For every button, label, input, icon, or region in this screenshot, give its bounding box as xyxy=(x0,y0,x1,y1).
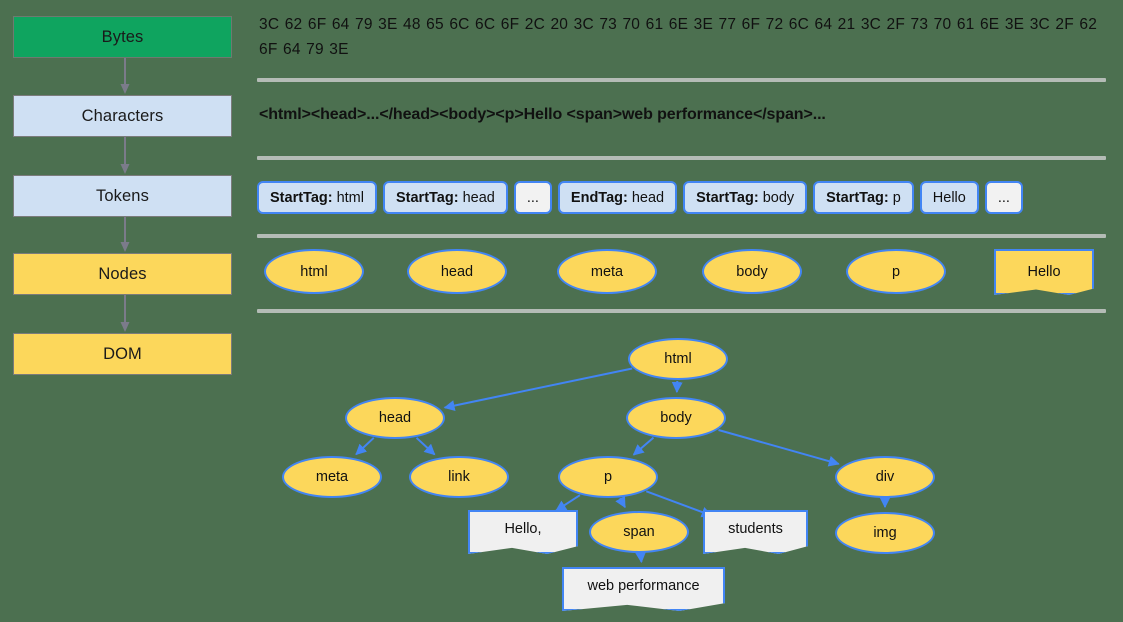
node-shape-list: html head meta body p Hello xyxy=(264,249,1109,297)
tree-edge-p-to-hello xyxy=(555,494,581,512)
pipeline-stage-label: DOM xyxy=(103,344,142,363)
pipeline-stage-tokens: Tokens xyxy=(13,175,232,217)
token-chip-value: head xyxy=(631,189,665,206)
dom-tree-edges xyxy=(355,367,891,564)
tree-node-span: span xyxy=(589,511,689,553)
token-chip-key: StartTag: xyxy=(826,189,889,206)
token-chip-value: ... xyxy=(997,189,1010,206)
token-chip-value: body xyxy=(762,189,795,206)
token-chip-endtag-head: EndTag:head xyxy=(557,181,678,214)
pipeline-stage-characters: Characters xyxy=(13,95,232,137)
token-chip-starttag-p: StartTag:p xyxy=(813,181,914,214)
detail-column: 3C 62 6F 64 79 3E 48 65 6C 6C 6F 2C 20 3… xyxy=(250,0,1123,622)
pipeline-stage-dom: DOM xyxy=(13,333,232,375)
node-label: html xyxy=(300,263,328,280)
tree-node-stud: students xyxy=(703,510,808,554)
pipeline-stage-bytes: Bytes xyxy=(13,16,232,58)
token-chip-starttag-head: StartTag:head xyxy=(382,181,508,214)
node-meta: meta xyxy=(557,249,657,294)
tree-node-p: p xyxy=(558,456,658,498)
divider-nodes xyxy=(257,309,1106,313)
pipeline-stage-nodes: Nodes xyxy=(13,253,232,295)
characters-markup-text: <html><head>...</head><body><p>Hello <sp… xyxy=(259,106,826,123)
tree-node-label: img xyxy=(873,525,897,541)
token-chip-key: StartTag: xyxy=(270,189,333,206)
node-body: body xyxy=(702,249,802,294)
tree-node-label: span xyxy=(623,524,655,540)
pipeline-arrow-4 xyxy=(119,295,131,333)
node-p: p xyxy=(846,249,946,294)
token-chip-starttag-html: StartTag:html xyxy=(257,181,377,214)
tree-node-label: link xyxy=(448,469,470,485)
divider-characters xyxy=(257,156,1106,160)
pipeline-arrow-1 xyxy=(119,58,131,95)
node-label: p xyxy=(891,263,901,280)
token-chip-value: head xyxy=(462,189,495,206)
node-label: Hello xyxy=(1027,264,1061,280)
tree-node-img: img xyxy=(835,512,935,554)
tree-node-head: head xyxy=(345,397,445,439)
tree-node-webp: web performance xyxy=(562,567,725,611)
tree-node-label: p xyxy=(603,469,613,485)
token-chip-value: Hello xyxy=(932,189,966,206)
tree-edge-html-to-head xyxy=(443,367,633,411)
token-chip-key: EndTag: xyxy=(570,189,628,206)
token-chip-value: html xyxy=(336,189,364,206)
tree-node-hello: Hello, xyxy=(468,510,578,554)
tree-edge-p-to-stud xyxy=(645,490,713,518)
bytes-hex-text: 3C 62 6F 64 79 3E 48 65 6C 6C 6F 2C 20 3… xyxy=(259,16,1098,58)
tree-node-label: body xyxy=(660,410,692,426)
tree-node-label: head xyxy=(378,410,412,426)
tree-edge-p-to-span xyxy=(615,495,626,509)
node-hello: Hello xyxy=(994,249,1094,295)
tree-node-meta: meta xyxy=(282,456,382,498)
tree-node-body: body xyxy=(626,397,726,439)
pipeline-stage-label: Nodes xyxy=(98,264,147,283)
pipeline-stage-label: Bytes xyxy=(101,27,144,46)
node-head: head xyxy=(407,249,507,294)
tree-node-label: div xyxy=(875,469,895,485)
tree-edge-head-to-link xyxy=(415,437,436,456)
tree-node-link: link xyxy=(409,456,509,498)
divider-bytes xyxy=(257,78,1106,82)
tree-node-div: div xyxy=(835,456,935,498)
token-chip-starttag-body: StartTag:body xyxy=(683,181,808,214)
token-chip-value: p xyxy=(892,189,901,206)
node-label: head xyxy=(440,263,474,280)
token-chip-dotdotdot: ... xyxy=(984,181,1023,214)
token-chip-key: StartTag: xyxy=(395,189,459,206)
token-chip-dotdotdot: ... xyxy=(513,181,552,214)
node-label: meta xyxy=(590,263,624,280)
token-chip-value: ... xyxy=(526,189,539,206)
pipeline-stage-label: Tokens xyxy=(96,186,149,205)
node-label: body xyxy=(736,263,768,280)
tree-node-label: Hello, xyxy=(504,520,542,537)
tree-edge-span-to-webp xyxy=(635,551,647,564)
tree-edge-body-to-p xyxy=(632,436,655,456)
tree-node-label: students xyxy=(728,520,783,537)
token-chip-Hello: Hello xyxy=(919,181,979,214)
tree-node-label: html xyxy=(664,351,692,367)
divider-tokens xyxy=(257,234,1106,238)
tree-node-label: web performance xyxy=(587,577,700,594)
tree-node-label: meta xyxy=(315,469,349,485)
tree-edge-head-to-meta xyxy=(355,437,375,456)
pipeline-arrow-2 xyxy=(119,137,131,175)
tree-edge-body-to-div xyxy=(718,429,840,467)
pipeline-stage-label: Characters xyxy=(81,106,164,125)
node-html: html xyxy=(264,249,364,294)
pipeline-arrow-3 xyxy=(119,217,131,253)
token-chip-key: StartTag: xyxy=(696,189,759,206)
tree-node-html: html xyxy=(628,338,728,380)
